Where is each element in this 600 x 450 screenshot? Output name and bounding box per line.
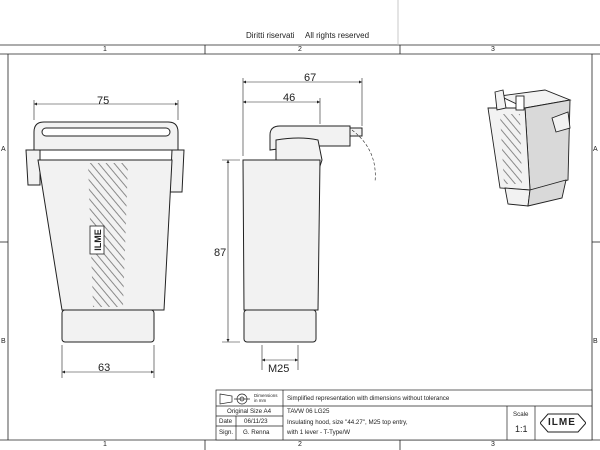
isometric-hatch <box>500 114 522 184</box>
rights-reserved-it: Diritti riservati <box>246 31 295 40</box>
product-code: TAVW 06 LG25 <box>287 408 330 415</box>
ilme-logo: ILME <box>539 410 587 436</box>
date-value: 06/11/23 <box>244 418 268 425</box>
ilme-logo-mark: ILME <box>89 225 105 255</box>
date-label: Date <box>219 418 233 425</box>
tolerance-note: Simplified representation with dimension… <box>287 395 450 402</box>
title-block <box>215 389 593 441</box>
front-dimension-63 <box>61 345 155 378</box>
dimension-75: 75 <box>97 95 110 107</box>
side-dimension-46 <box>243 98 321 124</box>
dimension-87: 87 <box>214 247 227 259</box>
sign-label: Sign. <box>219 429 234 436</box>
side-dimension-m25 <box>261 345 299 370</box>
product-description-2: with 1 lever - T-Type/W <box>287 429 351 436</box>
lever-swing-arc <box>351 129 376 183</box>
column-label-3-bottom: 3 <box>491 441 495 448</box>
row-label-b-left: B <box>1 338 6 345</box>
row-label-b-right: B <box>593 338 598 345</box>
column-label-3-top: 3 <box>491 46 495 53</box>
original-size: Original Size A4 <box>227 408 272 415</box>
hatched-logo-band <box>88 163 128 307</box>
product-description-1: Insulating hood, size "44.27", M25 top e… <box>287 419 408 426</box>
side-dimension-67 <box>242 78 363 156</box>
column-label-1-top: 1 <box>103 46 107 53</box>
dimension-67: 67 <box>304 72 317 84</box>
front-view <box>25 121 185 343</box>
row-label-a-left: A <box>1 146 6 153</box>
svg-text:ILME: ILME <box>93 229 103 251</box>
sign-value: G. Renna <box>243 429 270 436</box>
scale-label: Scale <box>513 411 529 418</box>
projection-symbol <box>219 393 250 405</box>
dimension-m25: M25 <box>268 363 290 375</box>
ilme-logo-text: ILME <box>548 417 576 428</box>
dimension-63: 63 <box>98 362 111 374</box>
column-label-2-bottom: 2 <box>298 441 302 448</box>
front-dimension-75 <box>33 100 179 120</box>
column-label-2-top: 2 <box>298 46 302 53</box>
rights-reserved-en: All rights reserved <box>305 31 370 40</box>
row-label-a-right: A <box>593 146 598 153</box>
side-dimension-87 <box>222 159 240 343</box>
column-label-1-bottom: 1 <box>103 441 107 448</box>
dimensions-in-mm-label: Dimensions in mm <box>254 393 278 404</box>
dimension-46: 46 <box>283 92 296 104</box>
side-view <box>242 125 363 343</box>
isometric-view <box>487 89 572 207</box>
scale-value: 1:1 <box>515 424 528 434</box>
